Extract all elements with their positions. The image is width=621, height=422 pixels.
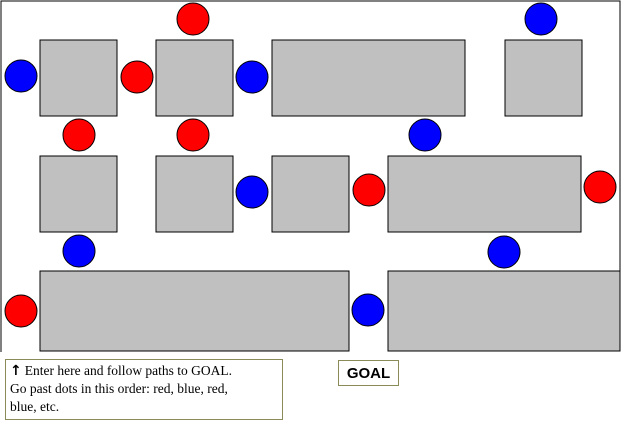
dot-4[interactable]	[120, 60, 154, 94]
instructions-box: ↑Enter here and follow paths to GOAL. Go…	[5, 359, 283, 420]
dot-15[interactable]	[351, 293, 385, 327]
block-r2-c1	[39, 155, 118, 233]
maze-wall-left	[0, 0, 621, 352]
instructions-line-1: ↑Enter here and follow paths to GOAL.	[10, 362, 278, 380]
block-r3-c2	[387, 270, 621, 352]
dot-10[interactable]	[352, 173, 386, 207]
dot-3[interactable]	[4, 59, 38, 93]
dot-1[interactable]	[176, 2, 210, 36]
block-r3-c1	[39, 270, 350, 352]
instructions-text-2: Go past dots in this order: red, blue, r…	[10, 381, 228, 396]
goal-label: GOAL	[338, 360, 399, 386]
dot-6[interactable]	[62, 118, 96, 152]
block-r1-c3	[271, 39, 466, 117]
dot-9[interactable]	[235, 175, 269, 209]
dot-11[interactable]	[583, 170, 617, 204]
dot-8[interactable]	[408, 118, 442, 152]
block-r2-c3	[271, 155, 350, 233]
block-r2-c4	[387, 155, 582, 233]
block-r1-c4	[504, 39, 583, 117]
arrow-up-icon: ↑	[10, 363, 22, 379]
block-r1-c1	[39, 39, 118, 117]
instructions-text-1: Enter here and follow paths to GOAL.	[24, 363, 233, 378]
block-r1-c2	[155, 39, 234, 117]
dot-13[interactable]	[487, 235, 521, 269]
block-r2-c2	[155, 155, 234, 233]
dot-12[interactable]	[62, 234, 96, 268]
dot-14[interactable]	[4, 294, 38, 328]
dot-5[interactable]	[235, 60, 269, 94]
dot-2[interactable]	[524, 2, 558, 36]
dot-7[interactable]	[176, 118, 210, 152]
instructions-text-3: blue, etc.	[10, 399, 60, 414]
